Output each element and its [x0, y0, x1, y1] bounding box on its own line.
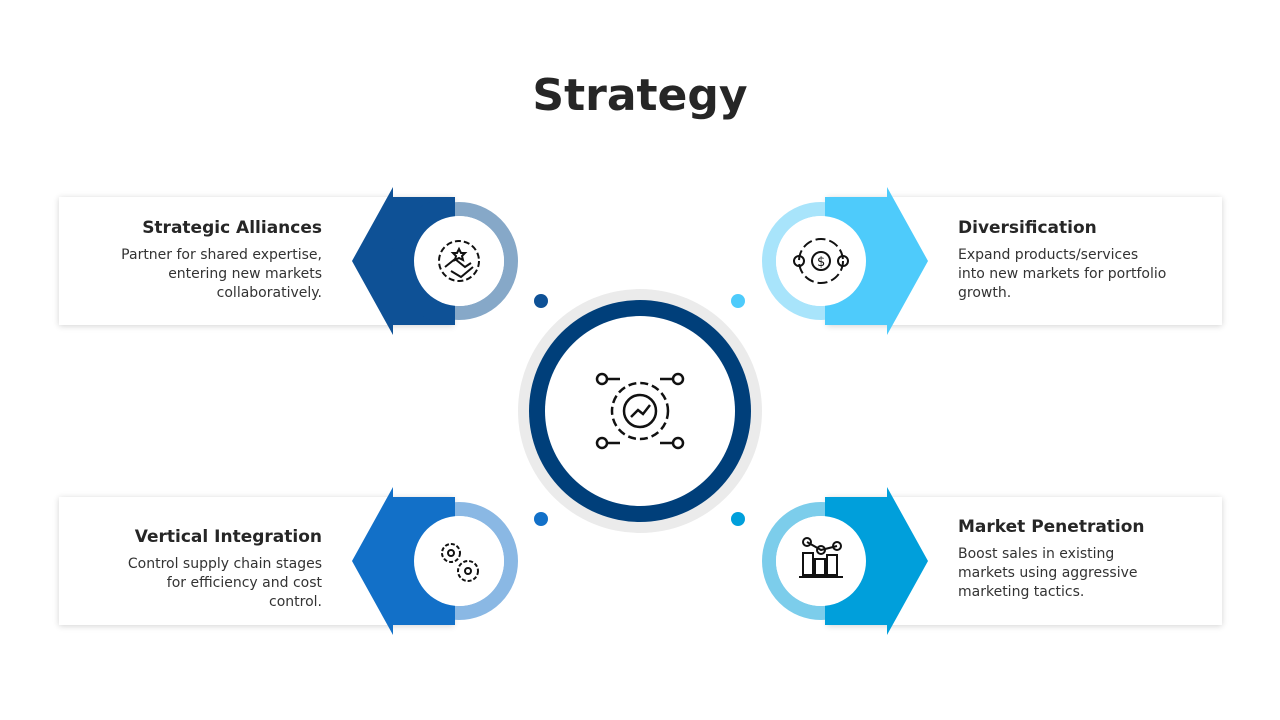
dollar-target-icon: $ [793, 238, 849, 284]
arrow-vertical-integration [352, 487, 518, 635]
arrow-strategic-alliances [352, 187, 518, 335]
gears-icon [441, 543, 479, 582]
arrow-market-penetration [762, 487, 928, 635]
item-desc: Boost sales in existing markets using ag… [958, 546, 1138, 600]
item-desc: Expand products/services into new market… [958, 247, 1167, 301]
vertical-integration-text: Vertical Integration Control supply chai… [112, 527, 322, 612]
svg-text:$: $ [817, 255, 825, 270]
handshake-gear-icon [438, 240, 480, 282]
dot [731, 512, 745, 526]
hands-chart-icon [799, 537, 843, 578]
item-desc: Partner for shared expertise, entering n… [121, 247, 322, 301]
dot [534, 512, 548, 526]
dot [534, 294, 548, 308]
strategic-alliances-text: Strategic Alliances Partner for shared e… [112, 218, 322, 303]
page-title: Strategy [532, 70, 748, 121]
item-title: Market Penetration [958, 517, 1145, 537]
strategy-gear-icon [595, 372, 685, 450]
market-penetration-text: Market Penetration Boost sales in existi… [958, 517, 1168, 602]
item-desc: Control supply chain stages for efficien… [127, 556, 322, 610]
dot [731, 294, 745, 308]
diversification-text: Diversification Expand products/services… [958, 218, 1168, 303]
arrow-diversification [762, 187, 928, 335]
item-title: Vertical Integration [134, 527, 322, 547]
item-title: Strategic Alliances [142, 218, 322, 238]
item-title: Diversification [958, 218, 1097, 238]
